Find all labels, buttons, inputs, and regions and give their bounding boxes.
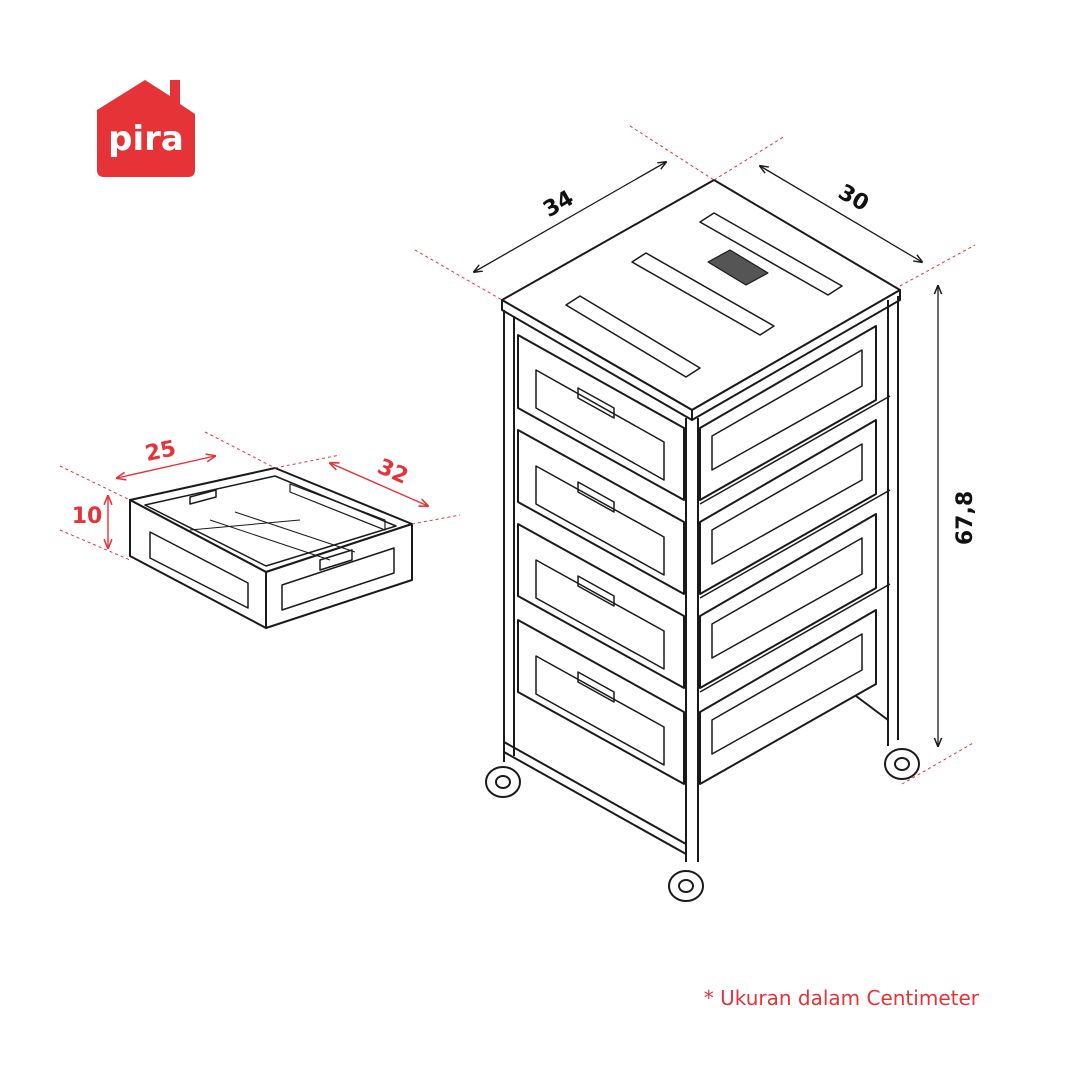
drawer-height-label: 10 xyxy=(72,504,103,529)
cabinet-top-edge-right xyxy=(691,289,901,421)
drawer-front-window xyxy=(281,547,395,611)
frame-bottom xyxy=(503,741,687,845)
drawer-back-window xyxy=(289,483,386,531)
shelf-rail xyxy=(699,489,891,599)
drawer-front-face xyxy=(265,523,413,629)
cabinet-drawer-2 xyxy=(517,419,877,595)
drawer-back-handle xyxy=(189,489,217,505)
logo-house-shape xyxy=(97,80,195,177)
shelf-rail xyxy=(699,395,891,505)
drawer-left-window xyxy=(149,531,249,609)
caster-wheel xyxy=(668,870,704,902)
pira-logo: pira xyxy=(97,80,195,177)
drawer-inner-rim xyxy=(144,475,397,567)
cabinet-height-label: 67,8 xyxy=(953,491,978,545)
caster-wheel xyxy=(485,766,521,798)
cabinet-drawer-3 xyxy=(517,513,877,689)
unit-note: * Ukuran dalam Centimeter xyxy=(703,986,979,1010)
lid-vent xyxy=(707,249,769,286)
lid-slot xyxy=(699,212,843,296)
cabinet-depth-label: 30 xyxy=(834,180,873,217)
cabinet-width-label: 34 xyxy=(539,186,578,223)
lid-slot xyxy=(565,295,701,378)
drawer-floor-line xyxy=(234,511,356,553)
drawer-drawing xyxy=(129,467,413,629)
cabinet-drawing xyxy=(485,179,920,902)
caster-wheel xyxy=(884,748,920,780)
cabinet-drawer-4 xyxy=(517,609,877,785)
drawer-width-arrow xyxy=(117,456,215,478)
drawer-width-label: 25 xyxy=(143,436,178,467)
drawer-front-handle xyxy=(319,549,353,571)
logo-text: pira xyxy=(108,119,184,159)
shelf-rail xyxy=(699,583,891,693)
frame-bottom xyxy=(503,751,687,855)
cabinet-width-arrow xyxy=(474,162,666,272)
drawer-floor-line xyxy=(189,519,301,531)
drawer-depth-arrow xyxy=(330,463,428,506)
cabinet-depth-arrow xyxy=(760,166,922,262)
cabinet-drawer-1 xyxy=(517,325,877,501)
